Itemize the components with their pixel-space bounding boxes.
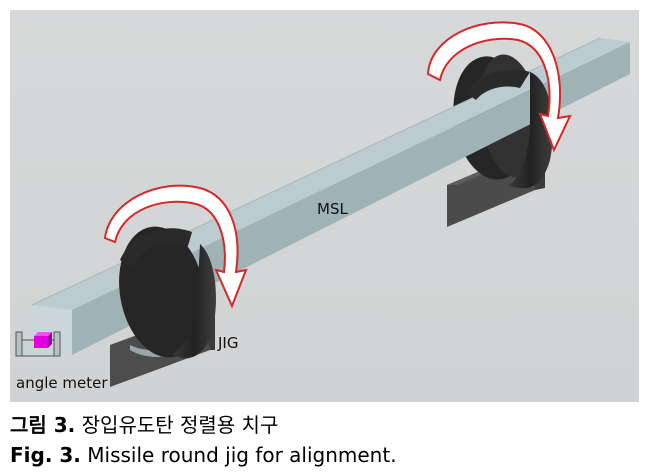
left-rotation-arrow bbox=[103, 184, 248, 309]
left-jig-ring bbox=[119, 226, 216, 359]
jig-label: JIG bbox=[217, 334, 238, 352]
caption-korean-prefix: 그림 3. bbox=[10, 413, 76, 437]
figure-caption-english: Fig. 3. Missile round jig for alignment. bbox=[10, 443, 397, 467]
jig-diagram: MSL JIG angle meter bbox=[10, 10, 639, 402]
right-jig-ring-front bbox=[465, 69, 554, 189]
caption-korean-text: 장입유도탄 정렬용 치구 bbox=[81, 413, 279, 437]
figure-caption-korean: 그림 3. 장입유도탄 정렬용 치구 bbox=[10, 409, 278, 438]
caption-english-prefix: Fig. 3. bbox=[10, 443, 81, 467]
right-rotation-arrow bbox=[426, 21, 572, 153]
angle-meter-label: angle meter bbox=[16, 374, 108, 392]
angle-meter bbox=[34, 332, 52, 348]
caption-english-text: Missile round jig for alignment. bbox=[87, 443, 397, 467]
msl-label: MSL bbox=[317, 200, 348, 218]
